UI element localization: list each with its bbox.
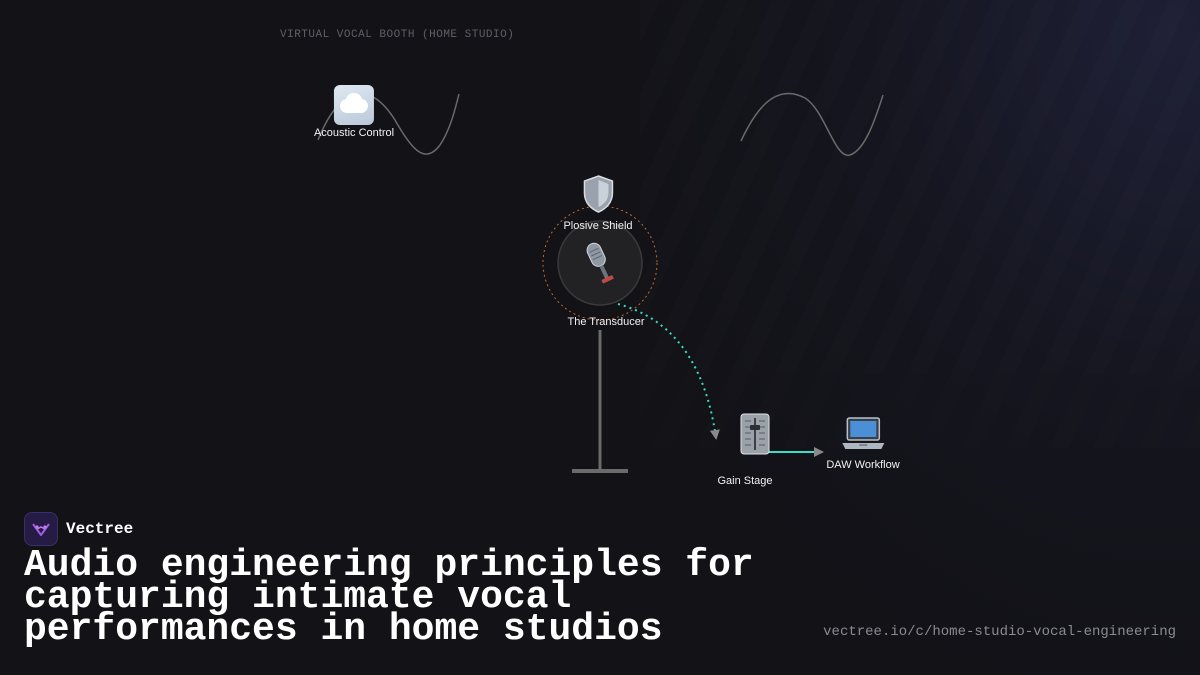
background-rays — [640, 0, 1200, 560]
acoustic-wave-right — [740, 92, 884, 156]
brand: Vectree — [24, 512, 133, 546]
diagram-title: VIRTUAL VOCAL BOOTH (HOME STUDIO) — [280, 29, 515, 41]
signal-path-mic-to-gain — [617, 303, 720, 440]
background-glow — [640, 0, 1200, 675]
microphone-icon — [586, 242, 614, 284]
node-label: Plosive Shield — [563, 220, 633, 232]
pickup-ring — [542, 205, 658, 321]
headline: Audio engineering principles for capturi… — [24, 544, 754, 651]
node-acoustic-control: Acoustic Control — [314, 85, 394, 139]
laptop-icon — [842, 417, 884, 449]
node-label: Acoustic Control — [313, 127, 395, 139]
node-transducer-caption: The Transducer — [567, 314, 644, 328]
fader-icon — [740, 413, 770, 455]
node-plosive-shield: Plosive Shield — [563, 175, 633, 232]
node-gain-stage-caption: Gain Stage — [717, 473, 772, 487]
vectree-logo-icon — [24, 512, 58, 546]
node-gain-stage — [740, 413, 770, 460]
shield-icon — [583, 175, 613, 213]
source-url: vectree.io/c/home-studio-vocal-engineeri… — [823, 624, 1176, 640]
node-label: DAW Workflow — [826, 459, 900, 471]
brand-name: Vectree — [66, 520, 134, 538]
node-daw-workflow: DAW Workflow — [826, 416, 900, 471]
node-label: Gain Stage — [717, 475, 773, 487]
cloud-icon — [334, 85, 374, 125]
node-label: The Transducer — [567, 316, 645, 328]
node-transducer — [585, 240, 615, 291]
